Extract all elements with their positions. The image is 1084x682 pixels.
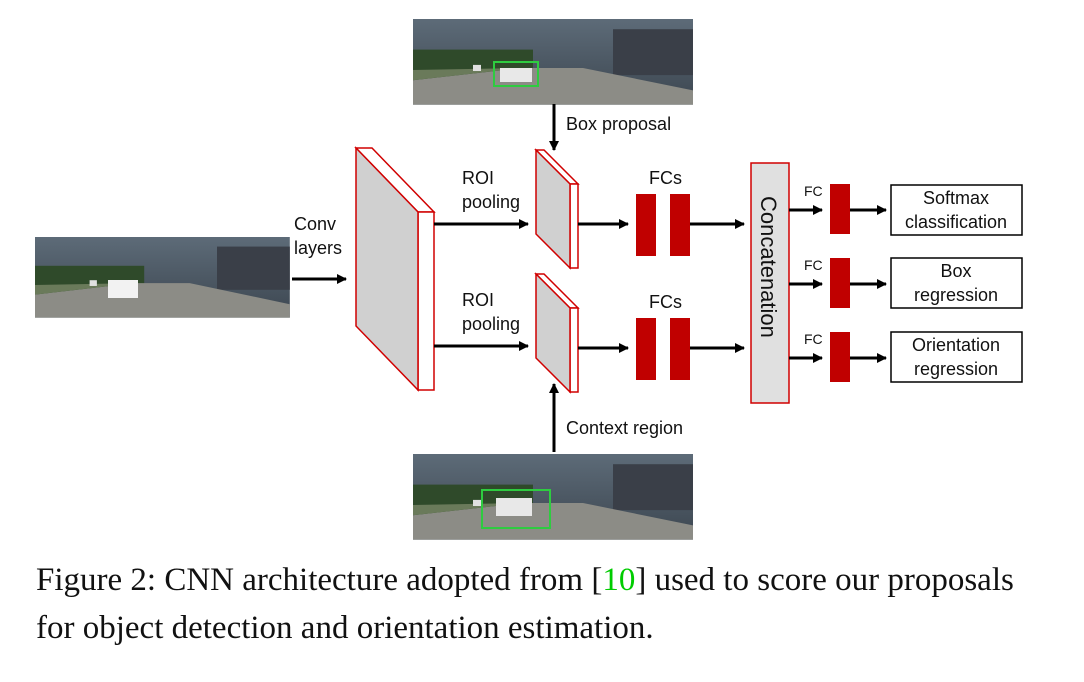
fcs-top-label: FCs [649, 168, 682, 188]
fc-bottom-2 [670, 318, 690, 380]
concatenation-block [750, 162, 790, 404]
orientation-regression-box [890, 331, 1023, 383]
roi-bottom-label-1: ROI [462, 290, 494, 310]
out1-label-2: classification [905, 212, 1007, 232]
input-image [35, 237, 290, 318]
roi-top-label-2: pooling [462, 192, 520, 212]
conv-label-2: layers [294, 238, 342, 258]
fc-head-1 [830, 184, 850, 234]
box-proposal-image [413, 19, 693, 105]
context-bbox [481, 489, 551, 529]
conv-layers-block [354, 146, 436, 392]
roi-pooling-top-block [534, 148, 580, 270]
out3-label-2: regression [914, 359, 998, 379]
conv-label-1: Conv [294, 214, 336, 234]
proposal-bbox [493, 61, 539, 87]
concatenation-label: Concatenation [756, 196, 781, 338]
softmax-classification-box [890, 184, 1023, 236]
out2-label-2: regression [914, 285, 998, 305]
fc2-label: FC [804, 257, 823, 273]
fc3-label: FC [804, 331, 823, 347]
out1-label-1: Softmax [923, 188, 989, 208]
caption-text-before: CNN architecture adopted from [ [164, 562, 603, 598]
roi-pooling-bottom-block [534, 272, 580, 394]
fc-head-2 [830, 258, 850, 308]
fc1-label: FC [804, 183, 823, 199]
citation-link[interactable]: 10 [602, 562, 636, 598]
cnn-architecture-diagram: Box proposal Conv layers ROI pooling FCs… [35, 19, 1023, 540]
car-shape [496, 498, 532, 516]
box-regression-box [890, 257, 1023, 309]
fc-bottom-1 [636, 318, 656, 380]
out2-label-1: Box [940, 261, 971, 281]
roi-top-label-1: ROI [462, 168, 494, 188]
fc-top-1 [636, 194, 656, 256]
fc-top-2 [670, 194, 690, 256]
car-shape [500, 68, 532, 82]
out3-label-1: Orientation [912, 335, 1000, 355]
box-proposal-label: Box proposal [566, 114, 671, 134]
context-region-label: Context region [566, 418, 683, 438]
caption-prefix: Figure 2: [36, 562, 157, 598]
caption-text-after: ] used to score our proposals for object… [36, 562, 1014, 646]
figure-caption: Figure 2: CNN architecture adopted from … [36, 556, 1056, 652]
fcs-bottom-label: FCs [649, 292, 682, 312]
context-region-image [413, 454, 693, 540]
car-shape [108, 280, 138, 298]
roi-bottom-label-2: pooling [462, 314, 520, 334]
fc-head-3 [830, 332, 850, 382]
